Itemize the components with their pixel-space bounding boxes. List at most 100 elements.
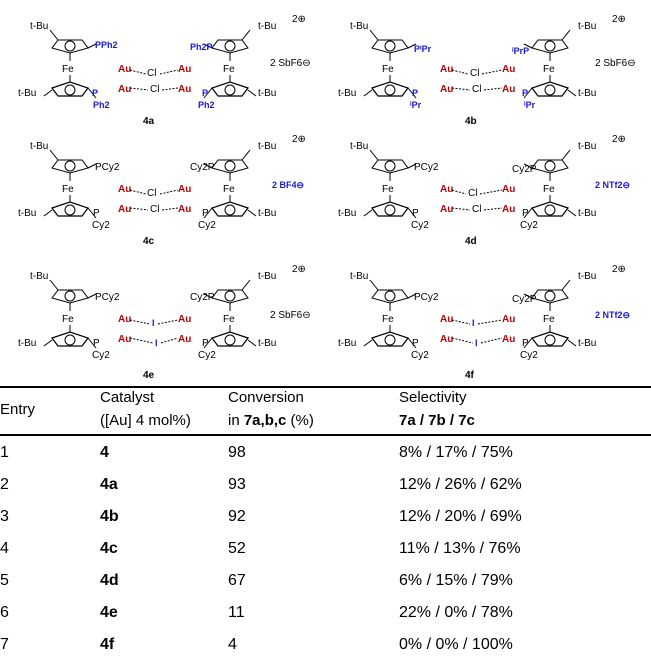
iodide-label: I (155, 338, 158, 348)
phosphine-label: Cy2P (512, 294, 537, 305)
phosphine-label: P (92, 88, 98, 98)
phosphine-substituent: Cy2 (198, 220, 216, 231)
au-label: Au (178, 204, 191, 215)
phosphine-label: P (522, 88, 528, 98)
cl-label: Cl (468, 188, 477, 199)
phosphine-label: P (412, 88, 418, 98)
phosphine-label: P (202, 338, 209, 349)
conversion-cell: 67 (228, 572, 246, 589)
au-label: Au (178, 184, 191, 195)
au-label: Au (118, 334, 131, 345)
entry-cell: 5 (0, 572, 9, 589)
selectivity-cell: 0% / 0% / 100% (399, 636, 513, 653)
compound-4a: t-Bu Fe t-Bu PPh2 P Ph2 Au Au Cl Cl Au A… (18, 14, 311, 127)
header-selectivity-products: 7a / 7b / 7c (399, 412, 475, 429)
counterion-label: 2 SbF6⊖ (270, 310, 311, 321)
tbu-label: t-Bu (338, 88, 356, 99)
au-label: Au (118, 84, 131, 95)
phosphine-substituent: ⁱPr (410, 99, 422, 110)
phosphine-label: Cy2P (512, 164, 537, 175)
reaction-scheme: t-Bu Fe t-Bu PPh2 P Ph2 Au Au Cl Cl Au A… (18, 14, 636, 381)
cl-label: Cl (147, 68, 156, 79)
fe-label: Fe (382, 314, 394, 325)
phosphine-label: P (412, 208, 419, 219)
au-label: Au (440, 204, 453, 215)
conversion-cell: 93 (228, 476, 246, 493)
header-entry: Entry (0, 400, 36, 418)
tbu-label: t-Bu (578, 271, 596, 282)
bridge-bonds (129, 69, 503, 344)
tbu-label: t-Bu (258, 208, 276, 219)
cl-label: Cl (472, 84, 481, 95)
tbu-label: t-Bu (578, 88, 596, 99)
entry-cell: 2 (0, 476, 9, 493)
tbu-label: t-Bu (18, 338, 36, 349)
fe-label: Fe (62, 314, 74, 325)
fe-label: Fe (62, 64, 74, 75)
conversion-cell: 92 (228, 508, 246, 525)
header-catalyst: Catalyst (100, 389, 155, 406)
tbu-label: t-Bu (30, 141, 48, 152)
counterion-label: 2 BF4⊖ (272, 180, 304, 190)
au-label: Au (440, 314, 453, 325)
au-label: Au (118, 204, 131, 215)
fe-label: Fe (382, 184, 394, 195)
catalyst-cell: 4a (100, 476, 118, 493)
tbu-label: t-Bu (578, 21, 596, 32)
au-label: Au (440, 334, 453, 345)
tbu-label: t-Bu (258, 21, 276, 32)
au-label: Au (502, 184, 515, 195)
tbu-label: t-Bu (258, 141, 276, 152)
cl-label: Cl (470, 68, 479, 79)
fe-label: Fe (62, 184, 74, 195)
charge-label: 2⊕ (292, 14, 306, 25)
au-label: Au (440, 84, 453, 95)
selectivity-cell: 8% / 17% / 75% (399, 444, 513, 461)
fe-label: Fe (543, 314, 555, 325)
cl-label: Cl (472, 204, 481, 215)
phosphine-label: P (93, 338, 100, 349)
compound-id-label: 4d (465, 236, 477, 247)
tbu-label: t-Bu (578, 208, 596, 219)
charge-label: 2⊕ (612, 264, 626, 275)
tbu-label: t-Bu (30, 271, 48, 282)
phosphine-substituent: ⁱPr (524, 99, 536, 110)
entry-cell: 4 (0, 540, 9, 557)
header-conversion-products: in 7a,b,c (%) (228, 409, 399, 432)
phosphine-substituent: Cy2 (520, 220, 538, 231)
phosphine-label: PCy2 (95, 292, 120, 303)
counterion-label: 2 SbF6⊖ (270, 58, 311, 69)
au-label: Au (118, 64, 131, 75)
entry-cell: 6 (0, 604, 9, 621)
phosphine-label: Cy2P (190, 162, 215, 173)
catalyst-cell: 4f (100, 636, 115, 653)
phosphine-label: ⁱPrP (512, 45, 529, 56)
conversion-cell: 4 (228, 636, 237, 653)
fe-label: Fe (543, 184, 555, 195)
au-label: Au (178, 334, 191, 345)
header-selectivity: Selectivity (399, 389, 467, 406)
compound-id-label: 4b (465, 116, 477, 127)
charge-label: 2⊕ (612, 134, 626, 145)
phosphine-substituent: Cy2 (92, 350, 110, 361)
header-catalyst-loading: ([Au] 4 mol%) (100, 412, 191, 429)
compound-id-label: 4a (143, 116, 155, 127)
counterion-label: 2 NTf2⊖ (595, 180, 630, 190)
phosphine-label: P (93, 208, 100, 219)
catalyst-cell: 4b (100, 508, 119, 525)
tbu-label: t-Bu (18, 88, 36, 99)
conversion-cell: 11 (228, 604, 245, 621)
selectivity-cell: 11% / 13% / 76% (399, 540, 521, 557)
au-label: Au (118, 184, 131, 195)
phosphine-label: P (522, 338, 529, 349)
iodide-label: I (472, 318, 475, 328)
table-header-rule (0, 434, 651, 436)
charge-label: 2⊕ (292, 134, 306, 145)
compound-4c: t-Bu Fe t-Bu PCy2 P Cy2 Au Au Cl Cl Au A… (18, 134, 306, 247)
selectivity-cell: 12% / 20% / 69% (399, 508, 522, 525)
